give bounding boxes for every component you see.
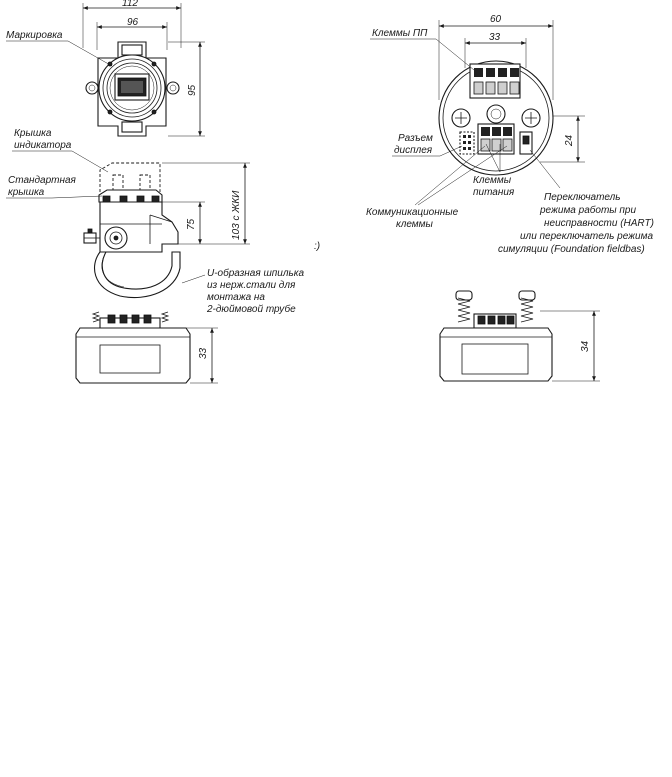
dim-height-34: 34 xyxy=(580,340,591,352)
left-bottom-terminal-block xyxy=(75,311,191,384)
power-terminals-callout: Клеммы питания xyxy=(473,143,515,198)
label-sensor-terminals: Клеммы ПП xyxy=(372,28,428,39)
right-bottom-terminal-block xyxy=(439,290,553,382)
label-u-bolt-4: 2-дюймовой трубе xyxy=(206,303,296,315)
side-view-dimensions xyxy=(162,162,250,245)
standard-cover-callout: Стандартная крышка xyxy=(6,175,103,199)
marking-callout: Маркировка xyxy=(6,30,113,67)
left-bottom-dimension xyxy=(168,327,218,384)
label-indicator-cover-1: Крышка xyxy=(14,128,52,139)
label-switch-2: режима работы при xyxy=(539,204,636,216)
label-comm-terminals-1: Коммуникационные xyxy=(366,207,459,218)
right-top-dimensions xyxy=(438,20,585,163)
switch-callout: Переключатель режима работы при неисправ… xyxy=(498,149,654,255)
label-u-bolt-3: монтажа на xyxy=(207,292,265,303)
dim-width-96: 96 xyxy=(127,17,139,28)
label-display-connector-1: Разъем xyxy=(398,133,433,144)
dim-height-33: 33 xyxy=(198,347,209,359)
comm-terminals-callout: Коммуникационные клеммы xyxy=(366,145,508,230)
indicator-cover-callout: Крышка индикатора xyxy=(12,128,109,173)
label-switch-3: неисправности (HART) xyxy=(544,218,654,229)
right-bottom-dimension xyxy=(540,310,600,382)
label-switch-1: Переключатель xyxy=(544,192,621,203)
u-bolt-callout: U-образная шпилька из нерж.стали для мон… xyxy=(181,267,304,315)
label-comm-terminals-2: клеммы xyxy=(396,219,434,230)
stray-mark: :) xyxy=(314,241,320,252)
label-indicator-cover-2: индикатора xyxy=(14,140,72,151)
sensor-terminals-callout: Клеммы ПП xyxy=(370,28,475,71)
dim-height-24: 24 xyxy=(564,134,575,147)
dim-width-60: 60 xyxy=(490,14,502,25)
label-marking: Маркировка xyxy=(6,30,63,41)
front-view-housing xyxy=(82,3,205,137)
label-u-bolt-1: U-образная шпилька xyxy=(207,267,304,279)
terminal-block-top-view xyxy=(438,60,554,176)
label-power-terminals-1: Клеммы xyxy=(473,175,512,186)
label-standard-cover-2: крышка xyxy=(8,187,45,198)
label-u-bolt-2: из нерж.стали для xyxy=(207,280,296,291)
label-power-terminals-2: питания xyxy=(473,187,515,198)
dim-width-33: 33 xyxy=(489,32,501,43)
label-switch-4: или переключатель режима xyxy=(520,231,653,242)
dim-width-112: 112 xyxy=(122,0,138,9)
label-standard-cover-1: Стандартная xyxy=(8,175,77,186)
dim-height-75: 75 xyxy=(186,218,197,230)
label-display-connector-2: дисплея xyxy=(394,145,433,156)
side-view-housing xyxy=(83,162,181,299)
label-switch-5: симуляции (Foundation fieldbas) xyxy=(498,244,645,255)
dim-height-95: 95 xyxy=(187,84,198,96)
dim-height-103: 103 с ЖКИ xyxy=(231,190,242,240)
display-connector-callout: Разъем дисплея xyxy=(392,133,463,157)
